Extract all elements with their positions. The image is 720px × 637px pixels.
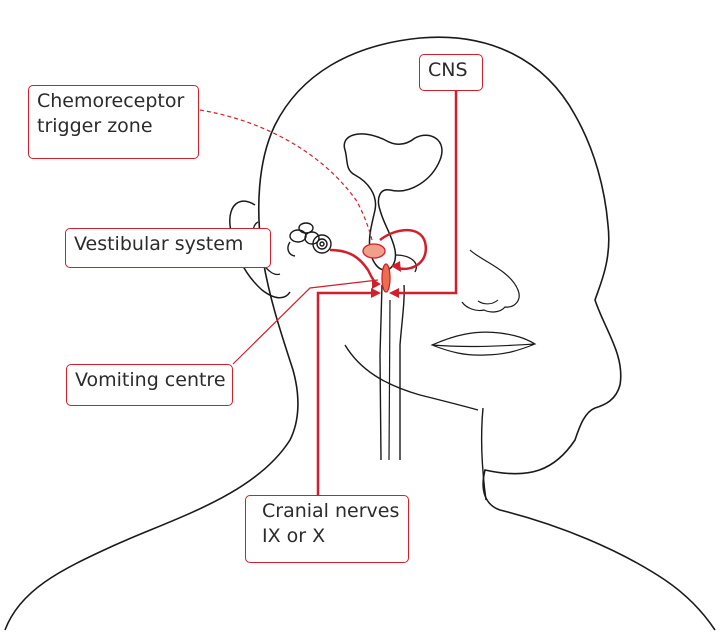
cranial-pathway bbox=[318, 293, 374, 497]
cranial-label-line2: IX or X bbox=[262, 524, 402, 549]
ctz-arrowhead bbox=[391, 261, 401, 272]
airway-tube-right bbox=[400, 285, 404, 460]
chemoreceptor-label-line2: trigger zone bbox=[37, 114, 192, 139]
vomiting-label-text: Vomiting centre bbox=[75, 368, 226, 393]
cranial-nerves-label: Cranial nerves IX or X bbox=[245, 495, 409, 563]
airway-tube-left bbox=[380, 285, 382, 460]
nose bbox=[462, 250, 519, 312]
vestibular-label-text: Vestibular system bbox=[74, 232, 264, 257]
brain-cavity bbox=[344, 134, 442, 270]
vomiting-centre-marker bbox=[382, 264, 390, 292]
cranial-label-line1: Cranial nerves bbox=[262, 499, 402, 524]
cns-label: CNS bbox=[419, 54, 483, 91]
cns-arrowhead bbox=[389, 288, 399, 298]
ctz-marker bbox=[363, 244, 385, 258]
neck-contour bbox=[345, 345, 478, 410]
mouth bbox=[432, 332, 535, 355]
cns-pathway bbox=[397, 90, 456, 293]
inner-ear-icon bbox=[288, 223, 331, 256]
vestibular-label: Vestibular system bbox=[65, 228, 271, 268]
cns-label-text: CNS bbox=[428, 58, 476, 83]
nostril bbox=[478, 300, 498, 304]
ctz-leader-line bbox=[200, 110, 372, 240]
chemoreceptor-label: Chemoreceptor trigger zone bbox=[28, 85, 199, 159]
ctz-pathway bbox=[380, 230, 426, 269]
vomiting-label: Vomiting centre bbox=[66, 364, 233, 406]
airway-tube-mid bbox=[389, 300, 390, 460]
shoulder-contour bbox=[482, 408, 486, 500]
chemoreceptor-label-line1: Chemoreceptor bbox=[37, 89, 192, 114]
cranial-arrowhead bbox=[371, 288, 381, 298]
